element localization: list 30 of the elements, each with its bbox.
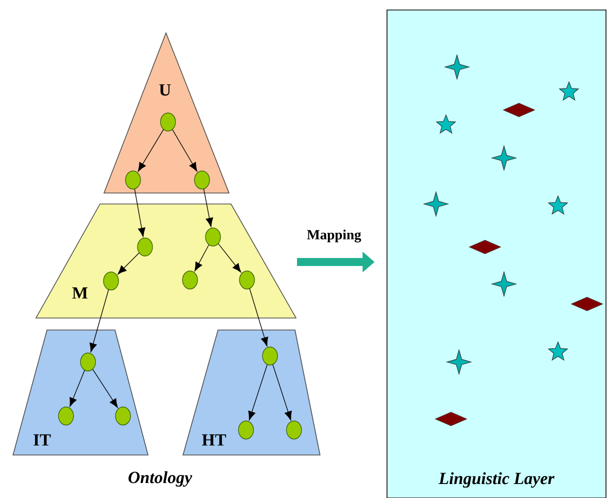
tree-node [137,238,153,256]
tree-node [160,112,176,132]
tree-node [80,352,96,372]
tree-node [103,272,119,290]
tree-node [58,406,74,426]
arrow [203,188,214,227]
tree-node [286,420,302,440]
arrow [272,364,292,420]
arrow [90,290,109,352]
tree-node [238,420,254,440]
arrow [118,252,140,274]
arrow [92,369,118,408]
arrow [249,288,268,346]
caption-text: Ontology [128,471,192,487]
tree-node [239,270,255,290]
arrow [172,129,198,172]
tree-node [205,228,221,246]
arrow [218,243,242,272]
tree-node [262,346,278,366]
arrow [248,364,268,420]
tree-node [182,270,198,290]
layer-panel: Linguistic Layer [386,10,606,498]
tree-node [194,170,210,190]
arrow [194,244,210,272]
arrow [138,129,164,172]
tree-node [125,170,141,190]
arrow [70,370,85,407]
edge-label: Mapping [307,230,362,242]
tree-node [115,406,131,426]
arrow [134,188,146,237]
